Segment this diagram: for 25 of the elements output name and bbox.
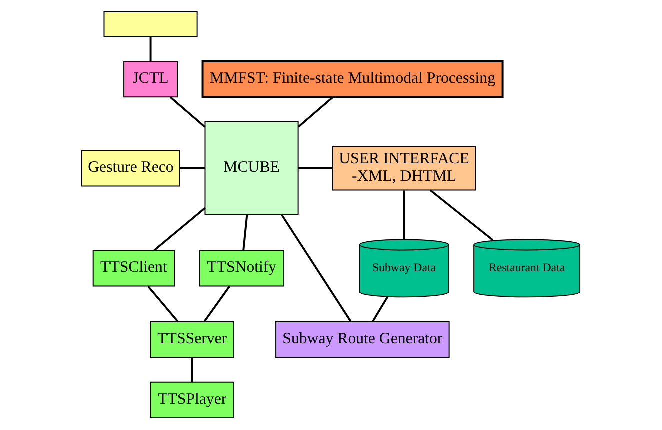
node-box bbox=[104, 12, 198, 38]
node-box: Gesture Reco bbox=[81, 150, 180, 187]
node-box: JCTL bbox=[124, 61, 178, 98]
connector bbox=[148, 286, 179, 322]
connector bbox=[204, 286, 230, 322]
connector bbox=[191, 358, 194, 382]
connector bbox=[281, 214, 352, 322]
node-box: USER INTERFACE -XML, DHTML bbox=[332, 146, 476, 191]
node-box: TTSServer bbox=[150, 321, 234, 358]
connector bbox=[242, 214, 248, 250]
connector bbox=[150, 36, 152, 62]
node-box: TTSNotify bbox=[199, 250, 284, 287]
node-box: TTSClient bbox=[92, 250, 176, 287]
node-box: MMFST: Finite-state Multimodal Processing bbox=[202, 60, 504, 98]
node-box: MCUBE bbox=[204, 121, 299, 216]
connector bbox=[180, 167, 205, 170]
connector bbox=[298, 167, 333, 170]
connector bbox=[298, 96, 334, 128]
connector bbox=[430, 190, 494, 241]
connector bbox=[372, 296, 388, 322]
connector bbox=[403, 190, 406, 240]
node-box: TTSPlayer bbox=[150, 382, 234, 418]
connector bbox=[170, 96, 206, 128]
node-box: Subway Route Generator bbox=[276, 321, 450, 358]
connector bbox=[154, 207, 206, 252]
